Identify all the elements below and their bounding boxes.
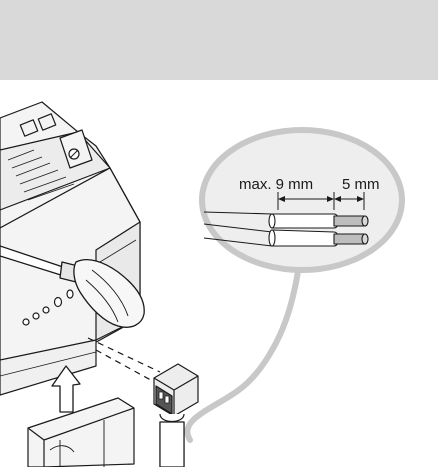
plug-terminal-icon (153, 363, 199, 467)
din-rail-device-icon (0, 101, 141, 396)
stripped-wire-icon (203, 211, 369, 247)
connector-housing-icon (27, 397, 135, 467)
callout-bubble: max. 9 mm 5 mm (199, 127, 405, 273)
dimension-lines (277, 192, 365, 210)
screwdriver-icon (0, 245, 145, 328)
wiring-illustration: max. 9 mm 5 mm (0, 101, 405, 467)
cable-lead (184, 249, 302, 443)
header-band (0, 0, 438, 80)
strip-length-label: max. 9 mm (239, 176, 313, 193)
conductor-length-label: 5 mm (342, 176, 380, 193)
insert-arrow-up-icon (51, 365, 81, 413)
insertion-guide (87, 337, 161, 385)
